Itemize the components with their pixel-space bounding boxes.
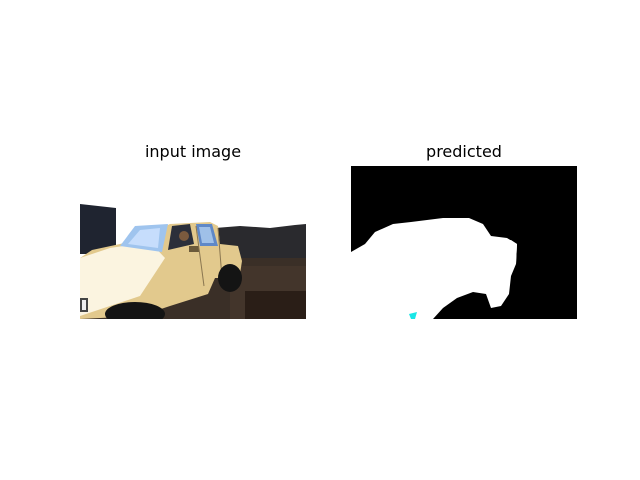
predicted-title: predicted	[426, 142, 502, 161]
building-left	[80, 204, 116, 254]
input-image-panel	[80, 166, 306, 319]
front-wheel	[105, 302, 165, 319]
input-image	[80, 166, 306, 319]
input-image-title: input image	[144, 142, 242, 161]
mask-artifact	[409, 312, 417, 319]
rear-wheel	[218, 264, 242, 292]
predicted-mask-panel	[351, 166, 577, 319]
vehicle-mask-silhouette	[351, 218, 517, 319]
predicted-mask	[351, 166, 577, 319]
